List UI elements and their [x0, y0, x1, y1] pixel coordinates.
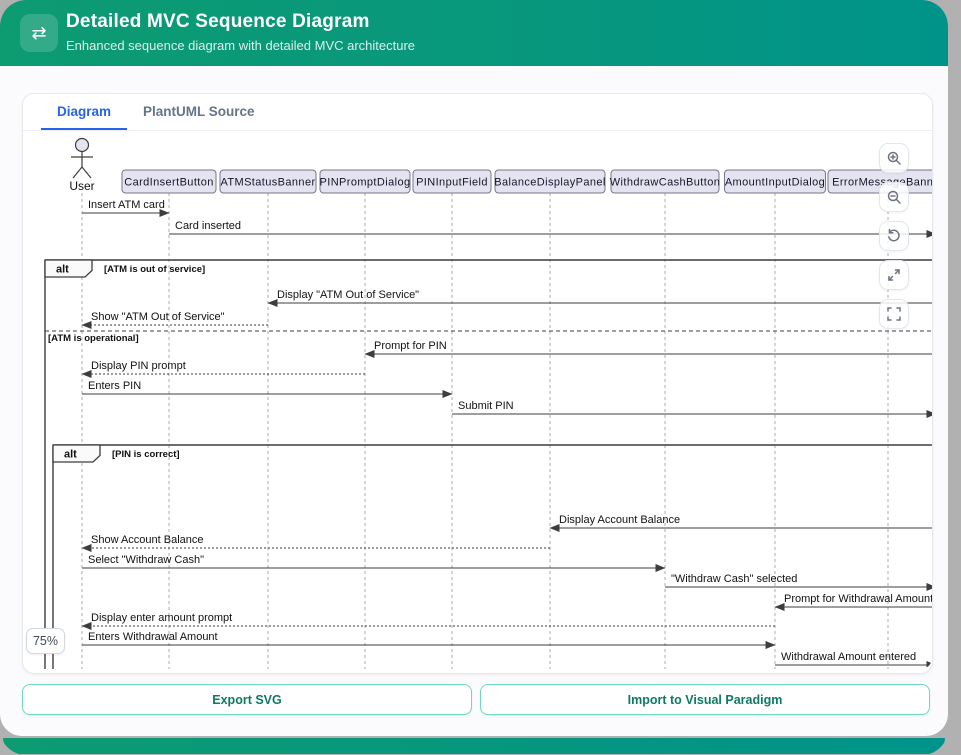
svg-text:Enters PIN: Enters PIN — [88, 380, 141, 392]
diagram-viewport[interactable]: User CardInsertButton ATMStatusBanner PINPr… — [23, 131, 932, 669]
export-svg-button[interactable]: Export SVG — [22, 684, 472, 715]
bottom-accent-bar — [3, 738, 945, 754]
svg-text:Select "Withdraw Cash": Select "Withdraw Cash" — [88, 554, 204, 566]
svg-text:AmountInputDialog: AmountInputDialog — [725, 177, 825, 189]
tab-bar: Diagram PlantUML Source — [23, 94, 932, 131]
svg-text:PINPromptDialog: PINPromptDialog — [320, 177, 411, 189]
svg-text:alt: alt — [64, 449, 77, 461]
svg-text:[ATM is operational]: [ATM is operational] — [48, 333, 139, 344]
svg-text:Withdrawal Amount entered: Withdrawal Amount entered — [781, 651, 916, 663]
import-visual-paradigm-button[interactable]: Import to Visual Paradigm — [480, 684, 930, 715]
diagram-controls — [879, 143, 909, 329]
svg-text:[PIN is correct]: [PIN is correct] — [112, 449, 180, 460]
svg-text:Display Account Balance: Display Account Balance — [559, 514, 680, 526]
svg-text:Display PIN prompt: Display PIN prompt — [91, 360, 186, 372]
header: ⇄ Detailed MVC Sequence Diagram Enhanced… — [0, 0, 948, 66]
svg-text:"Withdraw Cash" selected: "Withdraw Cash" selected — [671, 573, 797, 585]
svg-text:Card inserted: Card inserted — [175, 220, 241, 232]
svg-text:PINInputField: PINInputField — [416, 177, 488, 189]
svg-text:CardInsertButton: CardInsertButton — [124, 177, 214, 189]
tab-diagram[interactable]: Diagram — [41, 94, 128, 130]
page-title: Detailed MVC Sequence Diagram — [66, 11, 370, 32]
zoom-level-badge: 75% — [26, 628, 65, 654]
svg-text:Display "ATM Out of Service": Display "ATM Out of Service" — [277, 289, 419, 301]
zoom-in-icon[interactable] — [879, 143, 909, 173]
svg-text:[ATM is out of service]: [ATM is out of service] — [104, 264, 205, 275]
diagram-card: Diagram PlantUML Source User CardInsertBu… — [22, 93, 933, 674]
zoom-out-icon[interactable] — [879, 182, 909, 212]
tab-plantuml-source[interactable]: PlantUML Source — [143, 103, 255, 119]
svg-text:Show "ATM Out of Service": Show "ATM Out of Service" — [91, 311, 225, 323]
svg-text:Submit PIN: Submit PIN — [458, 400, 514, 412]
svg-text:Prompt for Withdrawal Amount: Prompt for Withdrawal Amount — [784, 593, 932, 605]
svg-text:alt: alt — [56, 264, 69, 276]
fullscreen-icon[interactable] — [879, 299, 909, 329]
svg-text:Display enter amount prompt: Display enter amount prompt — [91, 612, 232, 624]
page-subtitle: Enhanced sequence diagram with detailed … — [66, 38, 416, 53]
svg-text:Prompt for PIN: Prompt for PIN — [374, 340, 447, 352]
svg-text:Show Account Balance: Show Account Balance — [91, 534, 204, 546]
svg-text:Enters Withdrawal Amount: Enters Withdrawal Amount — [88, 631, 218, 643]
svg-text:BalanceDisplayPanel: BalanceDisplayPanel — [494, 177, 606, 189]
svg-text:Insert ATM card: Insert ATM card — [88, 199, 165, 211]
svg-text:ATMStatusBanner: ATMStatusBanner — [220, 177, 315, 189]
svg-text:WithdrawCashButton: WithdrawCashButton — [610, 177, 721, 189]
sequence-diagram: User CardInsertButton ATMStatusBanner PINPr… — [44, 137, 932, 669]
reset-view-icon[interactable] — [879, 221, 909, 251]
expand-icon[interactable] — [879, 260, 909, 290]
svg-text:User: User — [69, 179, 94, 193]
swap-arrows-icon[interactable]: ⇄ — [20, 14, 58, 52]
